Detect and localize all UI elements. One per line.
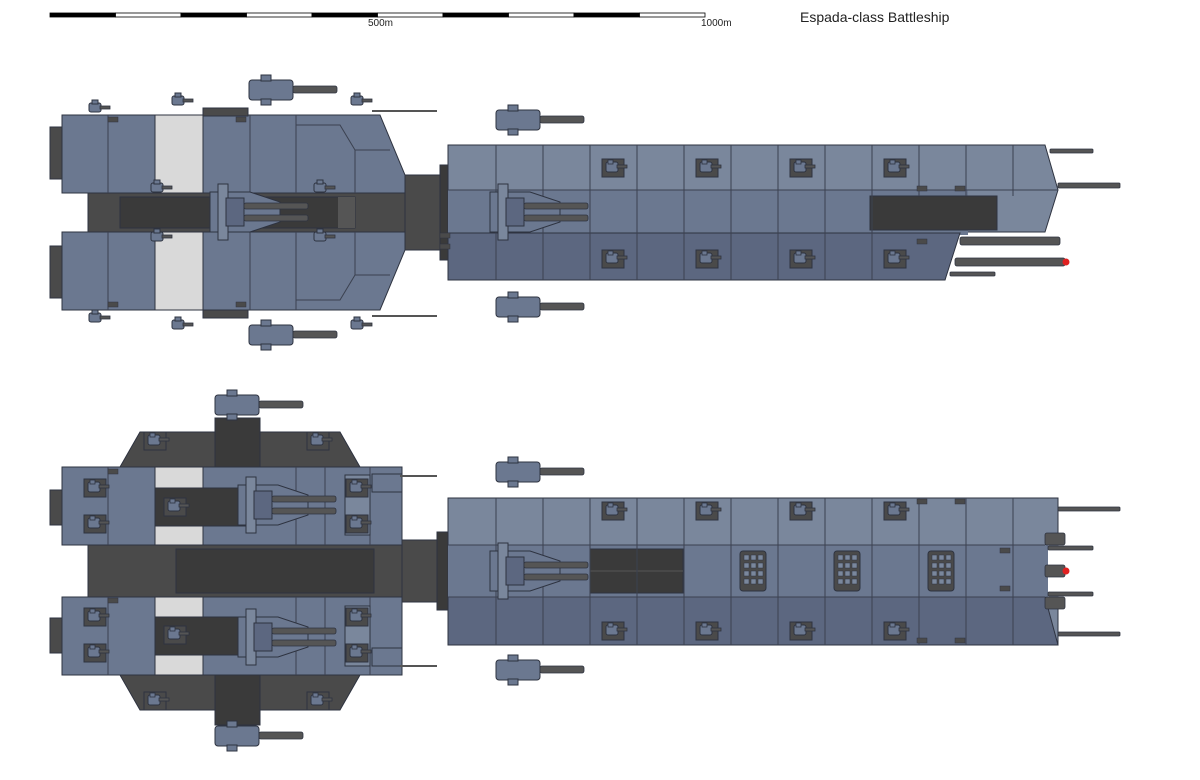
warning-light-icon bbox=[1062, 567, 1070, 575]
scale-bar bbox=[49, 12, 706, 18]
scale-segment bbox=[639, 12, 706, 18]
bottom-view-ship bbox=[49, 389, 1121, 752]
ship-class-title: Espada-class Battleship bbox=[800, 9, 950, 25]
warning-light-icon bbox=[1062, 258, 1070, 266]
scale-label-1000m: 1000m bbox=[701, 18, 732, 29]
scale-label-500m: 500m bbox=[368, 18, 394, 29]
top-view-ship bbox=[49, 74, 1121, 351]
